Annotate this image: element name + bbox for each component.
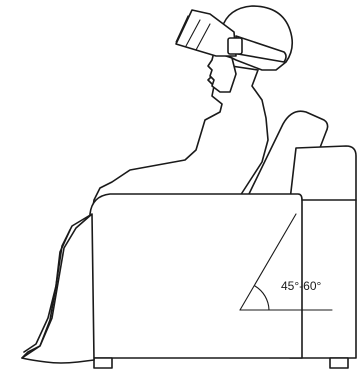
person-lower-leg xyxy=(22,214,94,363)
chair-foot-right xyxy=(330,358,348,368)
chair-seat-block xyxy=(90,194,302,358)
vr-headset-clip xyxy=(228,38,242,54)
angle-label: 45°-60° xyxy=(281,279,321,293)
chair-foot-left xyxy=(94,358,112,368)
person-face xyxy=(208,52,236,92)
